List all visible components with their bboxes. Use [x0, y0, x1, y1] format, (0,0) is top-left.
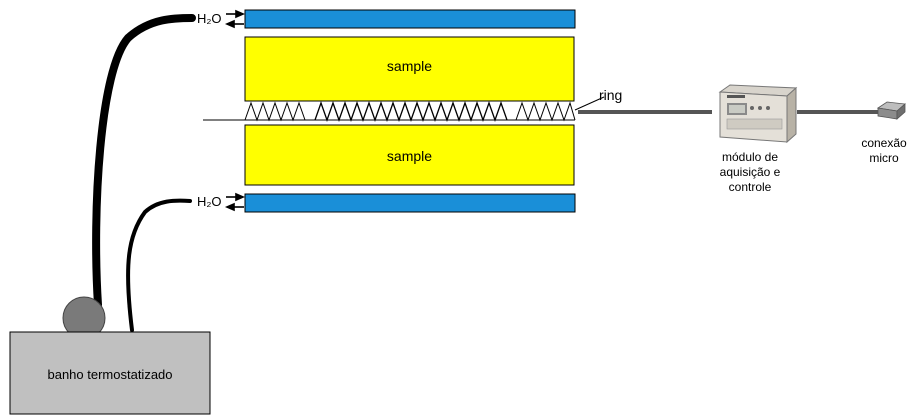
- module-label-line3: controle: [728, 180, 772, 194]
- conexao-label: conexão micro: [848, 136, 920, 166]
- water-hose-bottom: [126, 198, 192, 332]
- conexao-label-line1: conexão: [861, 136, 907, 150]
- module-label: módulo de aquisição e controle: [690, 150, 810, 195]
- sample-top-label: sample: [386, 58, 433, 74]
- flow-arrows-bottom: [224, 192, 246, 212]
- h2o-label-top: H₂O: [197, 11, 222, 26]
- module-label-line2: aquisição e: [719, 165, 781, 179]
- cooling-plate-bottom: [244, 193, 576, 213]
- ring-label: ring: [599, 87, 623, 103]
- thermostatic-bath: [9, 331, 211, 415]
- conexao-label-line2: micro: [869, 151, 899, 165]
- flow-arrows-top: [224, 9, 246, 29]
- bath-label: banho termostatizado: [47, 367, 173, 382]
- sample-top: [244, 36, 575, 102]
- ring-leader-line: [574, 96, 605, 111]
- h2o-label-bottom: H₂O: [197, 194, 222, 209]
- cooling-plate-top: [244, 9, 576, 29]
- acquisition-module-icon: [718, 84, 798, 144]
- water-hose-top: [92, 14, 196, 309]
- sample-bottom-label: sample: [386, 148, 433, 164]
- sample-bottom: [244, 124, 575, 186]
- zigzag-right: [515, 101, 576, 122]
- module-label-line1: módulo de: [721, 150, 779, 164]
- usb-connector-icon: [876, 101, 906, 120]
- zigzag-center: [314, 101, 508, 122]
- zigzag-left: [244, 101, 306, 122]
